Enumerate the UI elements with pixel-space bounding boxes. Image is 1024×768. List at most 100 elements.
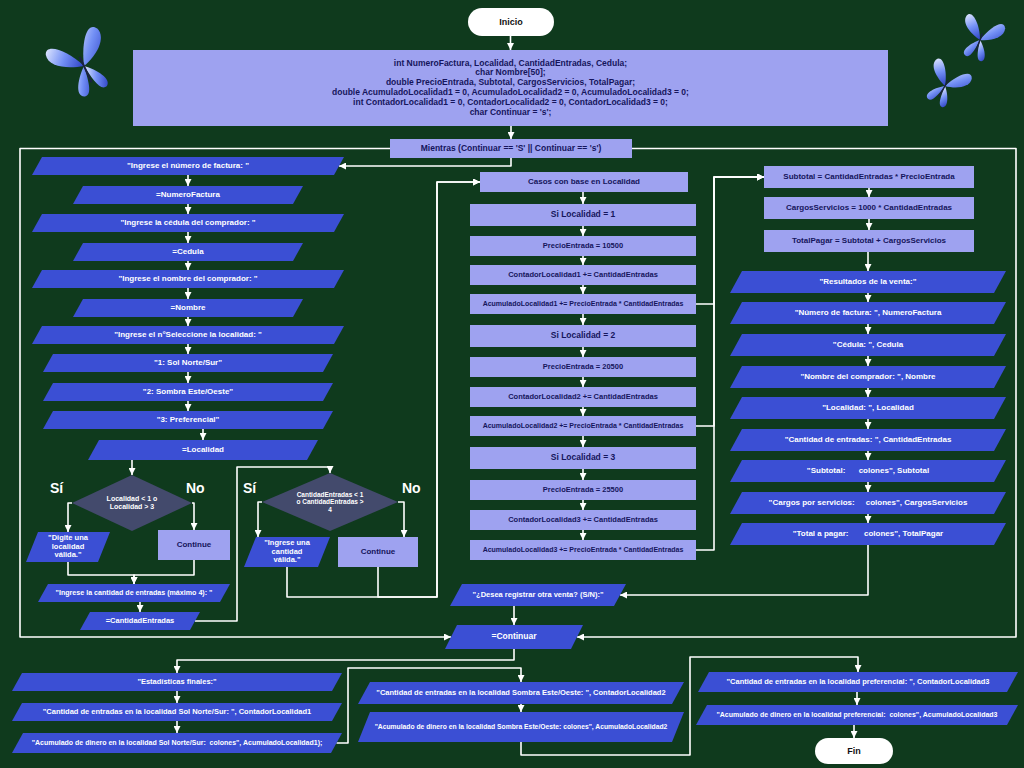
node-text: "Subtotal: colones", Subtotal: [807, 466, 929, 475]
io-parallelogram: =Localidad: [88, 440, 318, 460]
flow-connector: [187, 204, 189, 214]
parallelogram-fill: [26, 532, 110, 562]
flow-connector: [867, 324, 869, 334]
process-box: AcumuladoLocalidad1 += PrecioEntrada * C…: [470, 294, 696, 314]
text-group: "Digite una localidad válida.": [42, 534, 94, 560]
parallelogram-fill: [12, 703, 342, 721]
io-parallelogram: "Subtotal: colones", Subtotal: [730, 460, 1006, 482]
node-text: AcumuladoLocalidad1 += PrecioEntrada * C…: [483, 300, 684, 308]
node-text: "Ingrese una cantidad válida.": [260, 539, 314, 565]
terminal-oval: Fin: [815, 738, 893, 764]
flow-connector: [867, 419, 869, 429]
io-parallelogram: "¿Desea registrar otra venta? (S/N):": [450, 584, 626, 606]
flow-connector: [582, 192, 584, 204]
node-text: "Cantidad de entradas en la localidad So…: [43, 708, 311, 717]
flow-connector: [68, 562, 134, 584]
io-parallelogram: =Cedula: [73, 243, 303, 261]
decision-diamond: CantidadEntradas < 1 o CantidadEntradas …: [262, 473, 398, 531]
node-text: Continue: [361, 547, 396, 556]
flow-connector: [176, 691, 178, 703]
parallelogram-fill: [32, 270, 344, 288]
node-text: "Nombre del comprador: ", Nombre: [800, 372, 935, 381]
parallelogram-fill: [730, 523, 1006, 545]
parallelogram-fill: [696, 705, 1018, 725]
parallelogram-fill: [730, 271, 1006, 293]
node-text: "Digite una localidad válida.": [42, 534, 94, 560]
text-group: "¿Desea registrar otra venta? (S/N):": [466, 591, 610, 600]
text-group: ContadorLocalidad3 += CantidadEntradas: [475, 516, 691, 525]
io-parallelogram: "Cantidad de entradas en la localidad So…: [12, 703, 342, 721]
flow-connector: [177, 649, 514, 673]
node-text: "Cédula: ", Cedula: [833, 340, 903, 349]
node-text: "Ingrese la cantidad de entradas (máximo…: [56, 589, 213, 597]
node-text: AcumuladoLocalidad3 += PrecioEntrada * C…: [483, 546, 684, 554]
text-group: "Ingrese la cédula del comprador: ": [46, 218, 330, 227]
flow-connector: [192, 503, 194, 530]
text-group: Mientras (Continuar == 'S' || Continuar …: [395, 144, 627, 154]
flow-connector: [582, 407, 584, 416]
parallelogram-fill: [730, 429, 1006, 451]
process-box: CargosServicios = 1000 * CantidadEntrada…: [764, 197, 974, 219]
io-parallelogram: "Estadísticas finales:": [12, 673, 342, 691]
process-box: Mientras (Continuar == 'S' || Continuar …: [390, 139, 632, 158]
flow-connector: [856, 692, 858, 705]
io-parallelogram: "Cédula: ", Cedula: [730, 334, 1006, 356]
parallelogram-fill: [43, 383, 333, 401]
text-group: =Nombre: [87, 303, 289, 312]
node-text: "2: Sombra Este/Oeste": [143, 387, 233, 396]
parallelogram-fill: [12, 673, 342, 691]
flow-connector: [867, 293, 869, 302]
io-parallelogram: "Acumulado de dinero en la localidad Som…: [358, 712, 684, 742]
flow-connector: [68, 503, 72, 532]
parallelogram-fill: [80, 612, 200, 630]
process-box: PrecioEntrada = 10500: [470, 236, 696, 256]
process-box: Casos con base en Localidad: [480, 172, 688, 192]
text-group: Si Localidad = 1: [475, 210, 691, 220]
node-text: PrecioEntrada = 10500: [543, 242, 623, 251]
process-box: Si Localidad = 2: [470, 325, 696, 347]
text-group: "Acumulado de dinero en la localidad Sol…: [27, 739, 327, 747]
flow-connector: [134, 560, 194, 584]
parallelogram-fill: [730, 366, 1006, 388]
io-parallelogram: "Ingrese una cantidad válida.": [244, 537, 330, 567]
node-text: "3: Preferencial": [157, 415, 220, 424]
text-group: PrecioEntrada = 25500: [475, 486, 691, 495]
node-text: ContadorLocalidad1 += CantidadEntradas: [508, 271, 658, 280]
parallelogram-fill: [32, 326, 344, 344]
text-group: CantidadEntradas < 1 o CantidadEntradas …: [296, 491, 364, 513]
branch-label: No: [186, 480, 205, 496]
flow-connector: [582, 377, 584, 387]
io-parallelogram: "Digite una localidad válida.": [26, 532, 110, 562]
text-group: Subtotal = CantidadEntradas * PrecioEntr…: [769, 172, 969, 181]
parallelogram-fill: [32, 157, 344, 175]
text-group: AcumuladoLocalidad2 += PrecioEntrada * C…: [475, 422, 691, 430]
flow-connector: [378, 182, 480, 597]
text-group: =Cedula: [87, 247, 289, 256]
text-group: PrecioEntrada = 20500: [475, 363, 691, 372]
flow-connector: [187, 372, 189, 383]
flow-connector: [582, 347, 584, 357]
node-text: "Ingrese el n°Seleccione la localidad: ": [114, 330, 262, 339]
flow-connector: [696, 177, 764, 426]
flow-connector: [187, 261, 189, 270]
node-text: ContadorLocalidad2 += CantidadEntradas: [508, 393, 658, 402]
node-text: CargosServicios = 1000 * CantidadEntrada…: [786, 203, 952, 212]
io-parallelogram: =Continuar: [445, 625, 583, 649]
text-group: =Continuar: [461, 632, 567, 642]
text-group: "Ingrese el n°Seleccione la localidad: ": [46, 330, 330, 339]
io-parallelogram: "Ingrese el nombre del comprador: ": [32, 270, 344, 288]
diamond-fill: [262, 473, 398, 531]
butterfly-wing: [960, 13, 987, 40]
node-text: =Localidad: [182, 445, 224, 454]
node-text: Localidad < 1 o Localidad > 3: [102, 495, 162, 511]
text-group: "1: Sol Norte/Sur": [57, 358, 319, 367]
node-text: "Localidad: ", Localidad: [822, 403, 914, 412]
flow-connector: [176, 721, 178, 733]
text-group: ContadorLocalidad2 += CantidadEntradas: [475, 393, 691, 402]
io-parallelogram: "Ingrese el n°Seleccione la localidad: ": [32, 326, 344, 344]
parallelogram-fill: [73, 186, 303, 204]
text-group: =CantidadEntradas: [94, 617, 186, 626]
node-text: "Ingrese el número de factura: ": [127, 161, 249, 170]
node-text: char Continuar = 's';: [470, 108, 552, 118]
text-group: =Localidad: [103, 445, 303, 454]
